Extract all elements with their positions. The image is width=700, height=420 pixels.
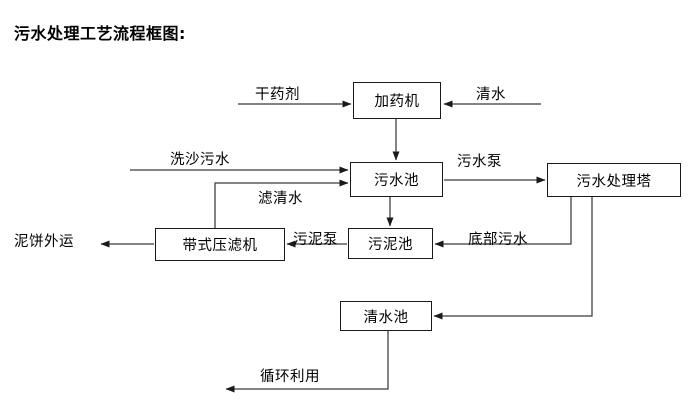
edge-clean-water-recycle xyxy=(225,331,389,393)
label-filtered-clear-water: 滤清水 xyxy=(258,191,303,207)
node-belt-filter-press-label: 带式压滤机 xyxy=(182,238,258,254)
node-dosing-machine-label: 加药机 xyxy=(374,94,420,110)
node-belt-filter-press[interactable]: 带式压滤机 xyxy=(155,228,285,261)
node-sewage-pool-label: 污水池 xyxy=(374,173,419,189)
edge-filtrate-to-sewage-pool xyxy=(214,179,349,228)
node-clean-water-pool-label: 清水池 xyxy=(363,309,409,326)
page-title: 污水处理工艺流程框图: xyxy=(14,24,186,43)
node-sludge-pool[interactable]: 污泥池 xyxy=(348,228,433,259)
label-sand-wash-sewage: 洗沙污水 xyxy=(170,152,230,168)
label-dry-agent: 干药剂 xyxy=(255,87,300,103)
node-dosing-machine[interactable]: 加药机 xyxy=(353,82,441,119)
edge-tower-to-clean-water-pool xyxy=(433,197,593,320)
node-clean-water-pool[interactable]: 清水池 xyxy=(340,301,432,331)
label-bottom-sewage: 底部污水 xyxy=(468,232,528,248)
node-sewage-pool[interactable]: 污水池 xyxy=(350,162,443,197)
node-treatment-tower-label: 污水处理塔 xyxy=(576,173,652,190)
label-clean-water-inlet: 清水 xyxy=(476,87,506,103)
label-sewage-pump: 污水泵 xyxy=(457,154,502,170)
edge-bottom-sewage-to-sludge-pool xyxy=(434,197,572,248)
node-sludge-pool-label: 污泥池 xyxy=(368,237,413,253)
label-mud-cake-transport: 泥饼外运 xyxy=(14,234,74,250)
label-sludge-pump: 污泥泵 xyxy=(293,232,338,248)
node-treatment-tower[interactable]: 污水处理塔 xyxy=(547,163,681,197)
label-recycle-use: 循环利用 xyxy=(260,369,320,385)
